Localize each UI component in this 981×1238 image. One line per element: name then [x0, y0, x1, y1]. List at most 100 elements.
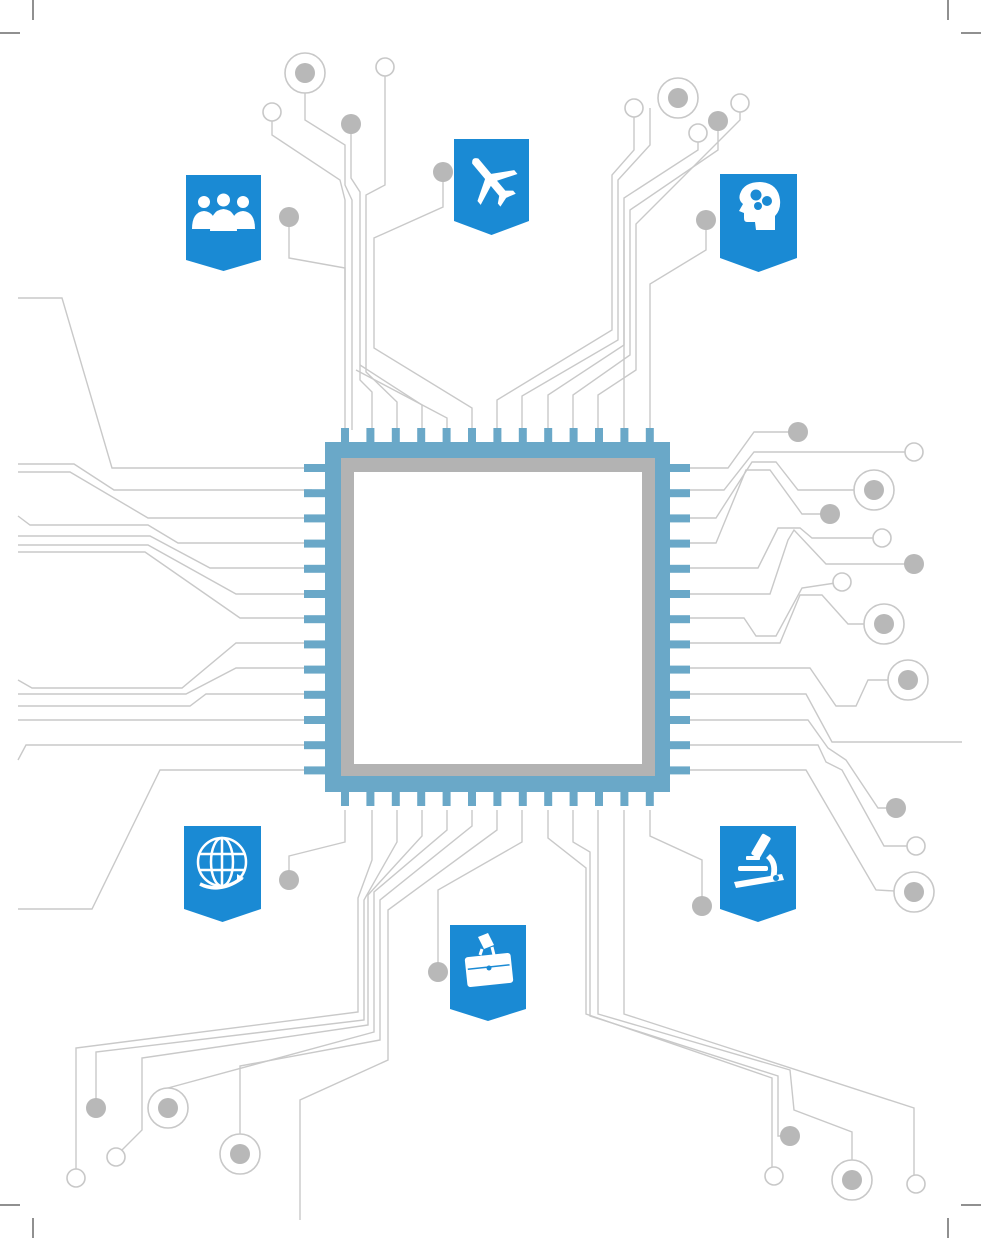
chip-pin-top — [645, 428, 654, 446]
trace — [680, 769, 915, 893]
trace — [17, 515, 312, 544]
node-open — [106, 1147, 126, 1167]
topic-badges — [184, 139, 797, 1021]
chip-pin-left — [304, 564, 328, 573]
node-open — [906, 836, 926, 856]
node-open — [624, 98, 644, 118]
chip-pin-bottom — [493, 788, 502, 806]
chip-pin-bottom — [645, 788, 654, 806]
trace — [373, 173, 473, 430]
trace — [680, 594, 884, 644]
trace — [299, 810, 498, 1220]
trace — [355, 369, 448, 430]
trace — [649, 220, 707, 430]
chip-pin-top — [341, 428, 349, 446]
node-ringed — [893, 871, 935, 913]
chip-pin-bottom — [595, 788, 603, 806]
trace — [437, 810, 523, 972]
chip-pin-right — [666, 539, 690, 548]
chip-pin-top — [417, 428, 426, 446]
trace — [18, 667, 312, 695]
node-ringed — [887, 659, 929, 701]
chip-pin-left — [304, 539, 328, 548]
chip-pin-left — [304, 716, 328, 724]
node-open — [688, 123, 708, 143]
trace — [597, 810, 853, 1180]
trace — [496, 108, 635, 430]
node-filled — [433, 162, 453, 182]
chip-pin-top — [569, 428, 578, 446]
trace — [547, 810, 773, 1176]
chip-pin-left — [304, 514, 328, 523]
chip-pin-top — [442, 428, 451, 446]
node-ringed — [863, 603, 905, 645]
chip-pin-right — [666, 615, 690, 624]
trace — [623, 810, 915, 1182]
trace — [521, 108, 651, 430]
trace — [18, 769, 312, 910]
node-ringed — [147, 1087, 189, 1129]
trace — [304, 75, 353, 430]
node-ringed — [284, 52, 326, 94]
chip-pin-bottom — [391, 788, 400, 806]
trace — [18, 297, 312, 469]
trace — [350, 124, 373, 430]
node-ringed — [831, 1159, 873, 1201]
badge-shape — [454, 139, 529, 235]
trace — [17, 744, 312, 761]
trace — [680, 527, 882, 569]
chip-pin-right — [666, 564, 690, 573]
chip-pin-top — [518, 428, 527, 446]
node-open — [872, 528, 892, 548]
node-ringed — [657, 77, 699, 119]
chip-pin-bottom — [518, 788, 527, 806]
chip-pin-bottom — [569, 788, 578, 806]
chip-pin-left — [304, 690, 328, 699]
trace — [572, 121, 719, 430]
chip-pin-top — [493, 428, 502, 446]
chip-pin-bottom — [341, 788, 349, 806]
microscope-icon — [734, 833, 784, 888]
trace — [75, 810, 373, 1176]
node-filled — [428, 962, 448, 982]
trace — [18, 551, 312, 619]
node-filled — [341, 114, 361, 134]
chip-pin-right — [666, 741, 690, 750]
chip-pin-right — [666, 640, 690, 649]
chip-pin-top — [391, 428, 400, 446]
badge-brain — [720, 174, 797, 272]
chip-pin-top — [544, 428, 553, 446]
circuit-traces — [17, 68, 962, 1220]
node-filled — [86, 1098, 106, 1118]
node-filled — [886, 798, 906, 818]
node-filled — [696, 210, 716, 230]
node-open — [262, 102, 282, 122]
chip-pin-bottom — [468, 788, 476, 806]
chip-pins — [304, 428, 690, 806]
chip-pin-left — [304, 665, 328, 674]
chip-pin-left — [304, 766, 328, 775]
node-open — [904, 442, 924, 462]
chip-pin-left — [304, 615, 328, 624]
trace — [572, 810, 790, 1137]
trace — [18, 544, 312, 595]
trace — [649, 810, 703, 906]
chip-pin-right — [666, 464, 690, 472]
trace — [680, 744, 914, 847]
trace — [18, 535, 312, 569]
airplane-icon — [472, 158, 518, 207]
chip-pin-right — [666, 514, 690, 523]
node-open — [375, 57, 395, 77]
trace — [680, 667, 908, 707]
node-filled — [279, 207, 299, 227]
trace — [239, 810, 473, 1154]
chip-pin-right — [666, 766, 690, 775]
trace — [18, 471, 312, 519]
chip-pin-bottom — [366, 788, 375, 806]
chip-pin-right — [666, 489, 690, 498]
trace — [680, 461, 874, 519]
trace — [95, 810, 398, 1108]
